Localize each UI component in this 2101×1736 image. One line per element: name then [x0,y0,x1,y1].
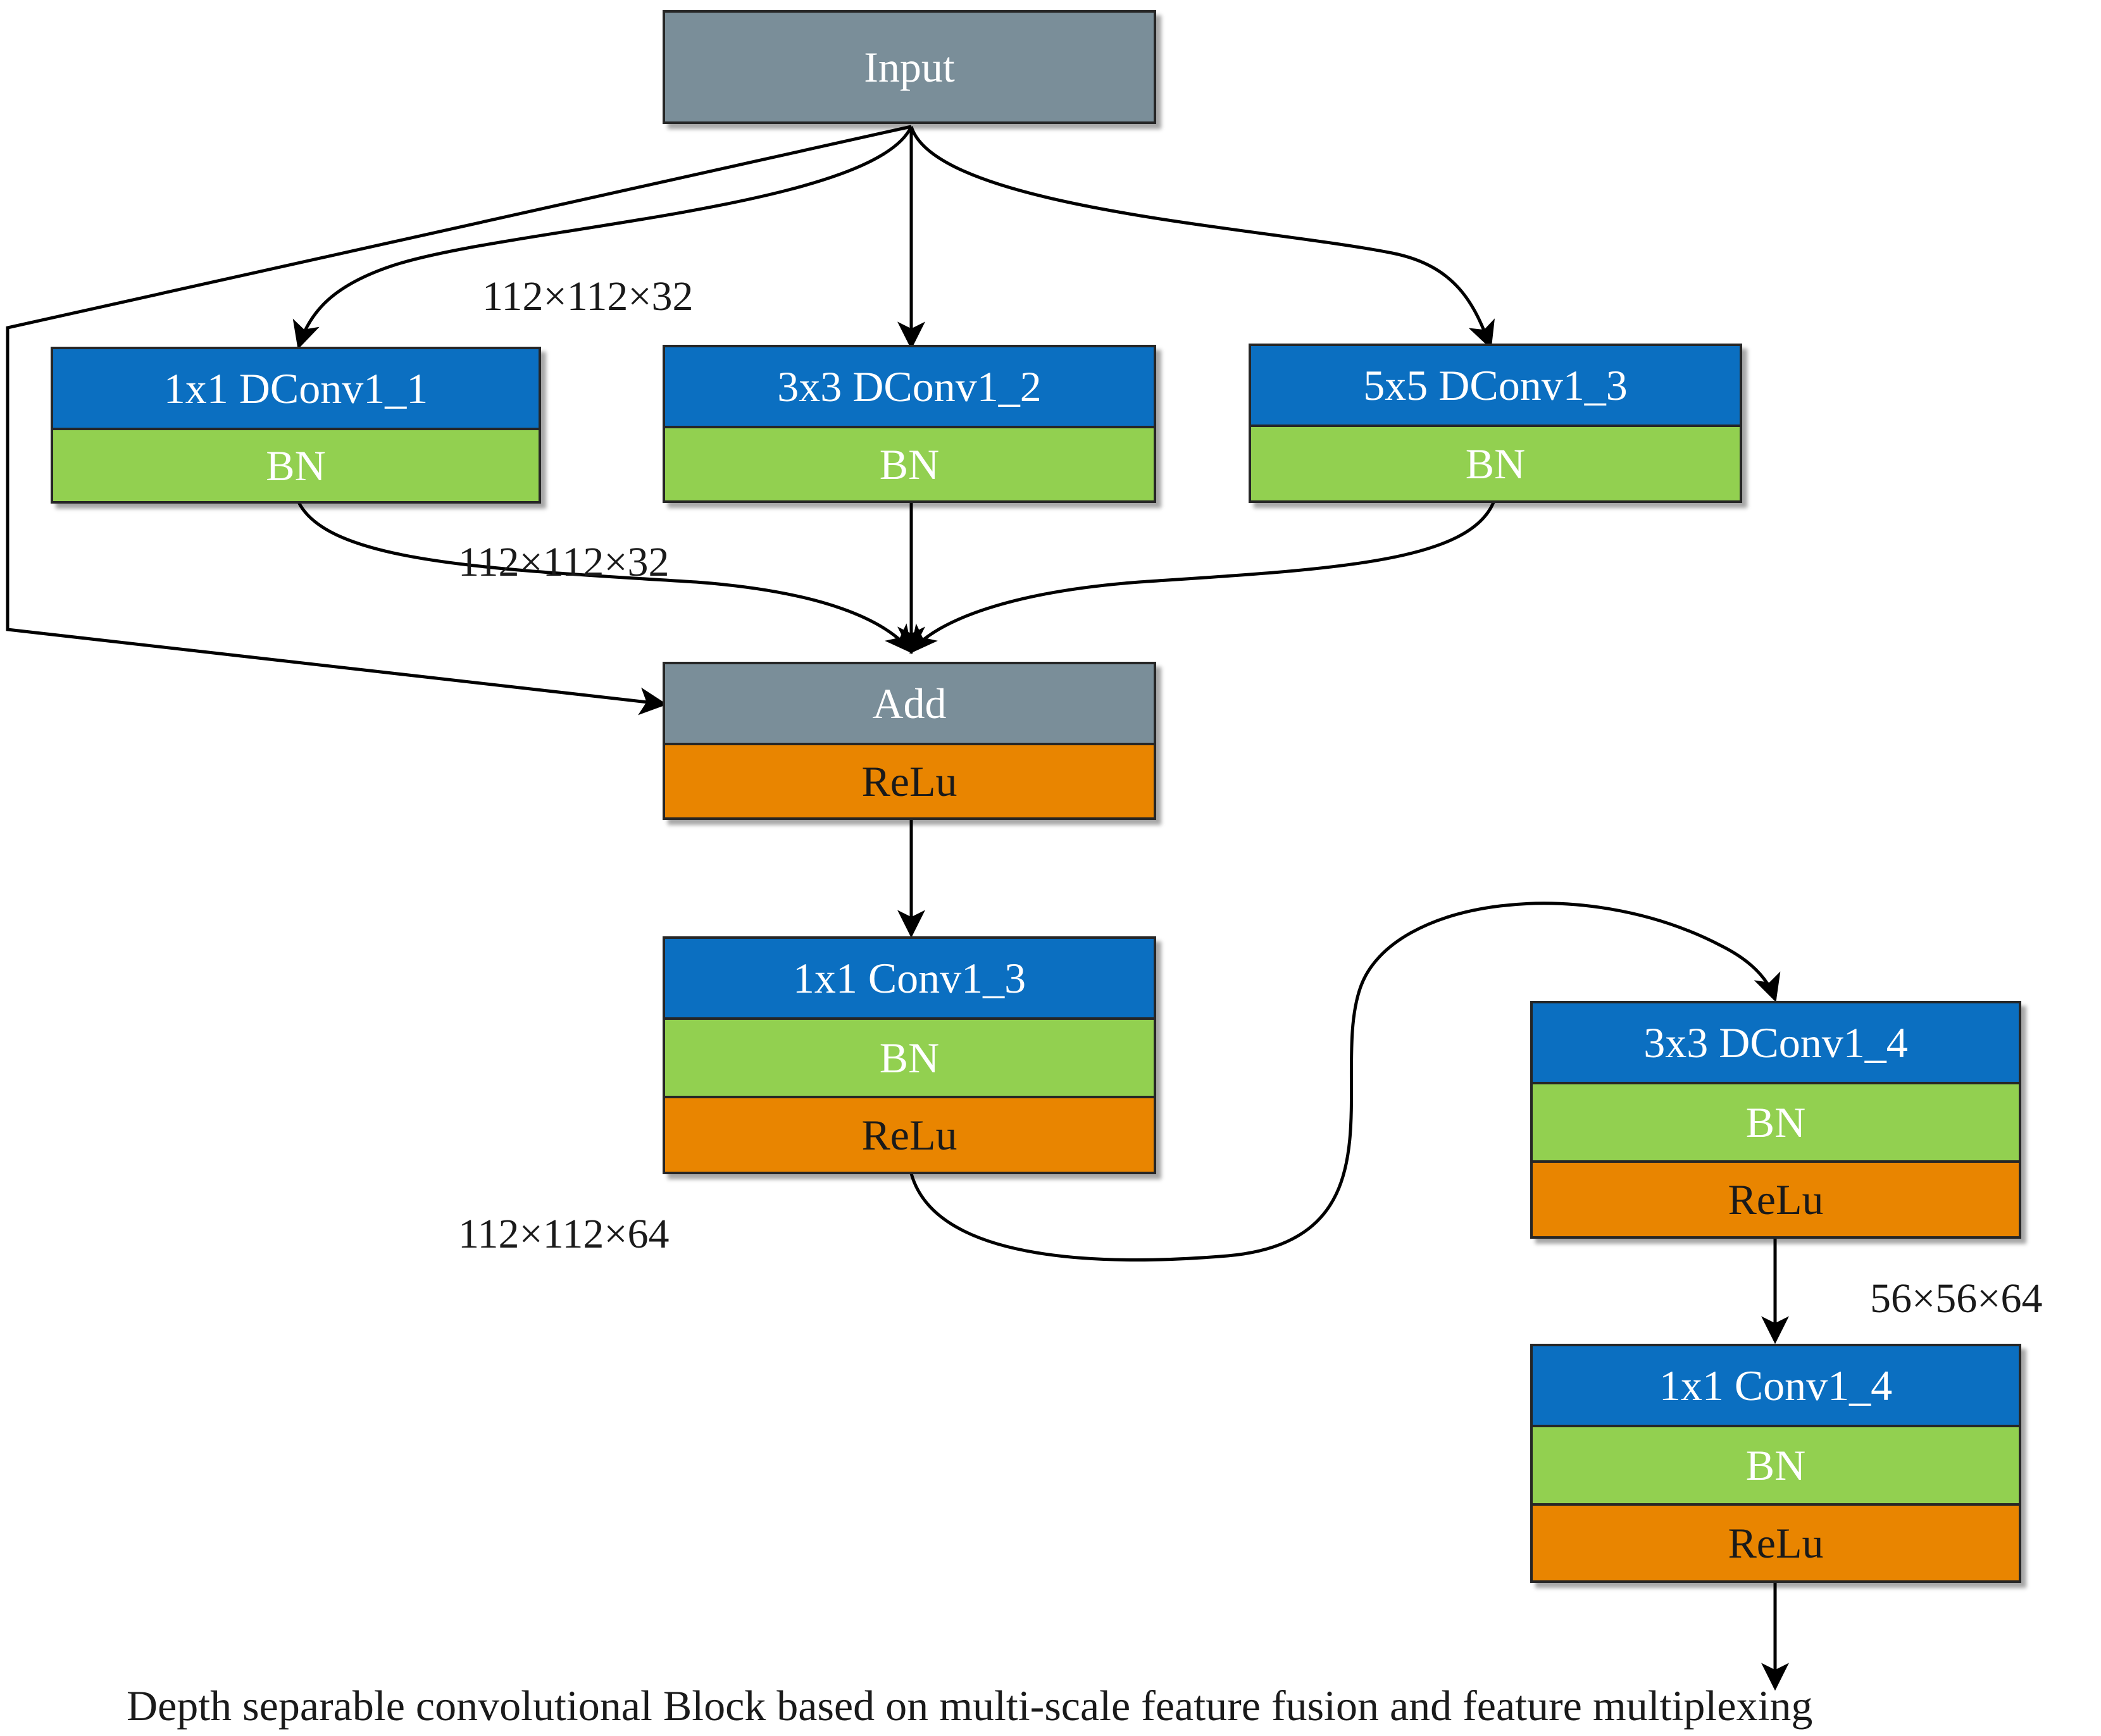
edge-input-skip-to-add [6,125,912,716]
add-block: Add ReLu [663,662,1156,820]
input-block: Input [663,10,1156,124]
conv1-4-bn-layer: BN [1533,1425,2019,1503]
dconv1-3-block: 5x5 DConv1_3 BN [1249,344,1742,503]
conv1-3-conv-layer: 1x1 Conv1_3 [665,939,1154,1017]
conv1-4-relu-layer: ReLu [1533,1503,2019,1580]
conv1-3-block: 1x1 Conv1_3 BN ReLu [663,936,1156,1174]
dconv1-4-relu-layer: ReLu [1533,1160,2019,1236]
dimension-label-after-input: 112×112×32 [482,273,694,319]
edge-conv1-3-to-dconv1-4 [909,902,1781,1262]
input-label: Input [665,13,1154,121]
dimension-label-after-branches: 112×112×32 [458,539,670,585]
conv1-3-relu-layer: ReLu [665,1096,1154,1172]
dconv1-2-block: 3x3 DConv1_2 BN [663,345,1156,503]
dconv1-3-conv-layer: 5x5 DConv1_3 [1251,346,1740,425]
conv1-4-block: 1x1 Conv1_4 BN ReLu [1530,1344,2021,1583]
dconv1-4-conv-layer: 3x3 DConv1_4 [1533,1003,2019,1082]
dconv1-4-bn-layer: BN [1533,1082,2019,1160]
edge-dconv1-1-to-add [297,501,913,654]
add-relu-layer: ReLu [665,743,1154,817]
dconv1-3-bn-layer: BN [1251,425,1740,500]
dconv1-1-bn-layer: BN [53,428,539,501]
dimension-label-after-dconv1-4: 56×56×64 [1870,1275,2043,1322]
edge-input-to-dconv1-1 [292,125,913,350]
conv1-4-conv-layer: 1x1 Conv1_4 [1533,1346,2019,1425]
dconv1-2-bn-layer: BN [665,426,1154,500]
dconv1-2-conv-layer: 3x3 DConv1_2 [665,347,1154,426]
dconv1-1-block: 1x1 DConv1_1 BN [51,347,541,504]
diagram-caption: Depth separable convolutional Block base… [127,1682,1813,1730]
add-label: Add [665,664,1154,743]
edge-dconv1-3-to-add [909,502,1495,654]
edge-input-to-dconv1-3 [909,126,1495,350]
conv1-3-bn-layer: BN [665,1017,1154,1096]
dconv1-1-conv-layer: 1x1 DConv1_1 [53,349,539,428]
dconv1-4-block: 3x3 DConv1_4 BN ReLu [1530,1001,2021,1239]
dimension-label-after-conv1-3: 112×112×64 [458,1211,670,1257]
